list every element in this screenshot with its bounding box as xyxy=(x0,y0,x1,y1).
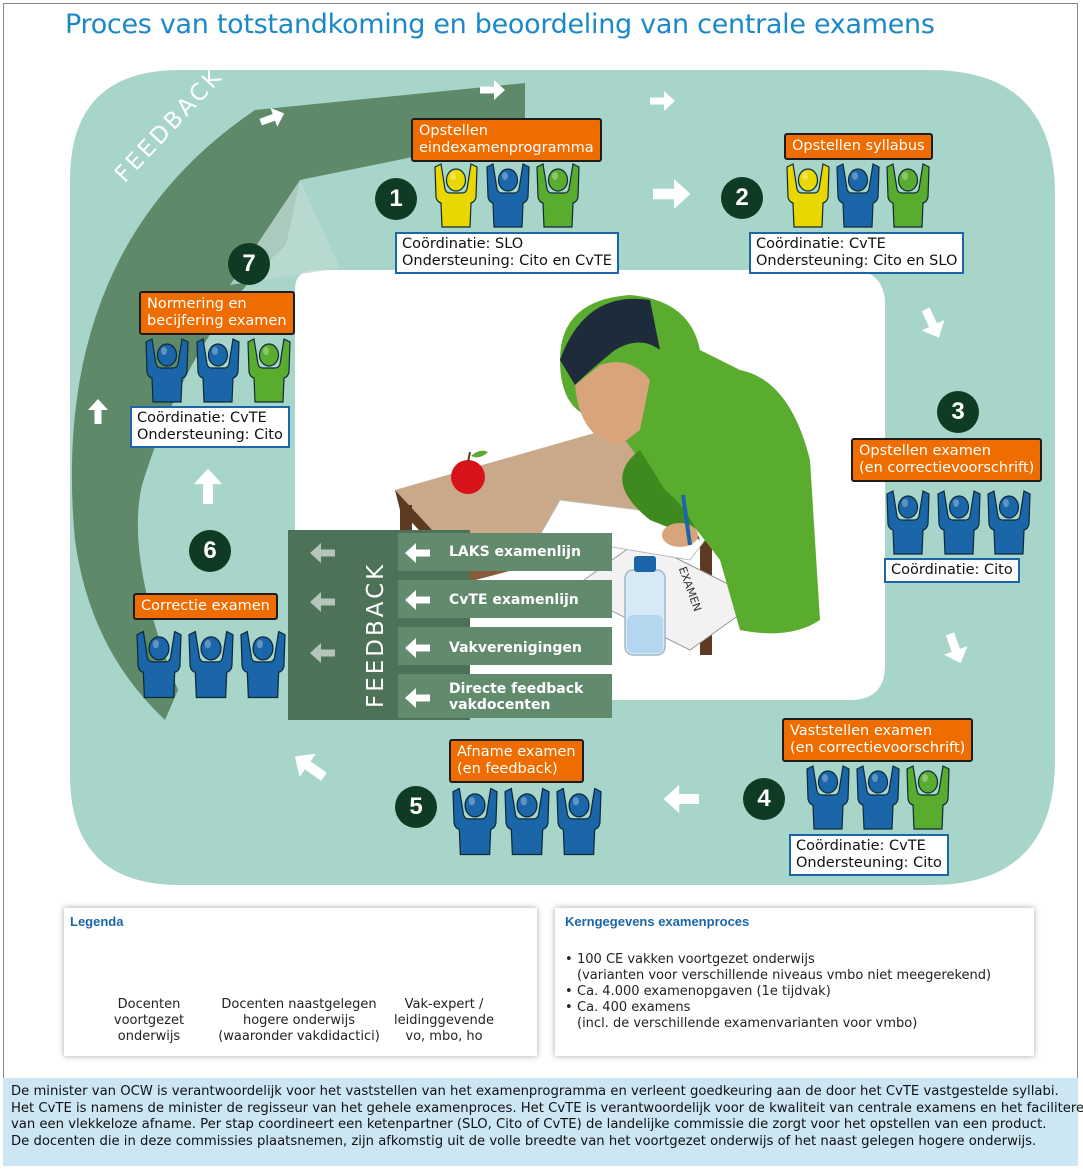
step-number-7: 7 xyxy=(228,243,270,285)
step2-people xyxy=(786,163,930,228)
step-number-2: 2 xyxy=(721,177,763,219)
legend-panel xyxy=(64,908,537,1056)
step2-label: Opstellen syllabus xyxy=(784,133,933,160)
step3-people xyxy=(886,490,1031,555)
kern-item: 100 CE vakken voortgezet onderwijs(varia… xyxy=(565,952,1025,984)
footer-explanation: De minister van OCW is verantwoordelijk … xyxy=(3,1078,1083,1166)
feedback-word-panel: FEEDBACK xyxy=(363,561,389,708)
page-title: Proces van totstandkoming en beoordeling… xyxy=(65,9,935,40)
step1-people xyxy=(434,163,580,228)
kerngegevens-list: 100 CE vakken voortgezet onderwijs(varia… xyxy=(565,952,1025,1032)
step-number-5: 5 xyxy=(395,786,437,828)
step6-people xyxy=(136,630,286,699)
step3-info: Coördinatie: Cito xyxy=(884,558,1020,583)
feedback-item-vakverenigingen: Vakverenigingen xyxy=(449,640,582,656)
kerngegevens-title: Kerngegevens examenproces xyxy=(565,914,750,929)
step4-label: Vaststellen examen(en correctievoorschri… xyxy=(782,718,974,762)
feedback-item-laks: LAKS examenlijn xyxy=(449,544,581,560)
footer-line: De docenten die in deze commissies plaat… xyxy=(11,1133,1037,1149)
step-number-1: 1 xyxy=(375,178,417,220)
step3-label: Opstellen examen(en correctievoorschrift… xyxy=(851,438,1043,482)
step6-label: Correctie examen xyxy=(133,593,278,620)
kern-item: Ca. 400 examens(incl. de verschillende e… xyxy=(565,1000,1025,1032)
step-number-4: 4 xyxy=(743,778,785,820)
step-number-3: 3 xyxy=(937,391,979,433)
step-number-6: 6 xyxy=(189,530,231,572)
footer-line: Het CvTE is namens de minister de regiss… xyxy=(11,1100,1083,1116)
step7-people xyxy=(145,338,291,403)
feedback-item-cvte: CvTE examenlijn xyxy=(449,592,579,608)
step5-people xyxy=(452,787,602,856)
step4-people xyxy=(806,765,950,830)
step5-label: Afname examen(en feedback) xyxy=(449,739,584,783)
footer-line: van een vlekkeloze afname. Per stap coor… xyxy=(11,1117,1047,1133)
footer-line: De minister van OCW is verantwoordelijk … xyxy=(11,1084,1059,1099)
kern-item: Ca. 4.000 examenopgaven (1e tijdvak) xyxy=(565,984,1025,1000)
feedback-panel xyxy=(288,530,612,720)
legend-title: Legenda xyxy=(70,914,124,929)
feedback-band xyxy=(71,83,525,720)
